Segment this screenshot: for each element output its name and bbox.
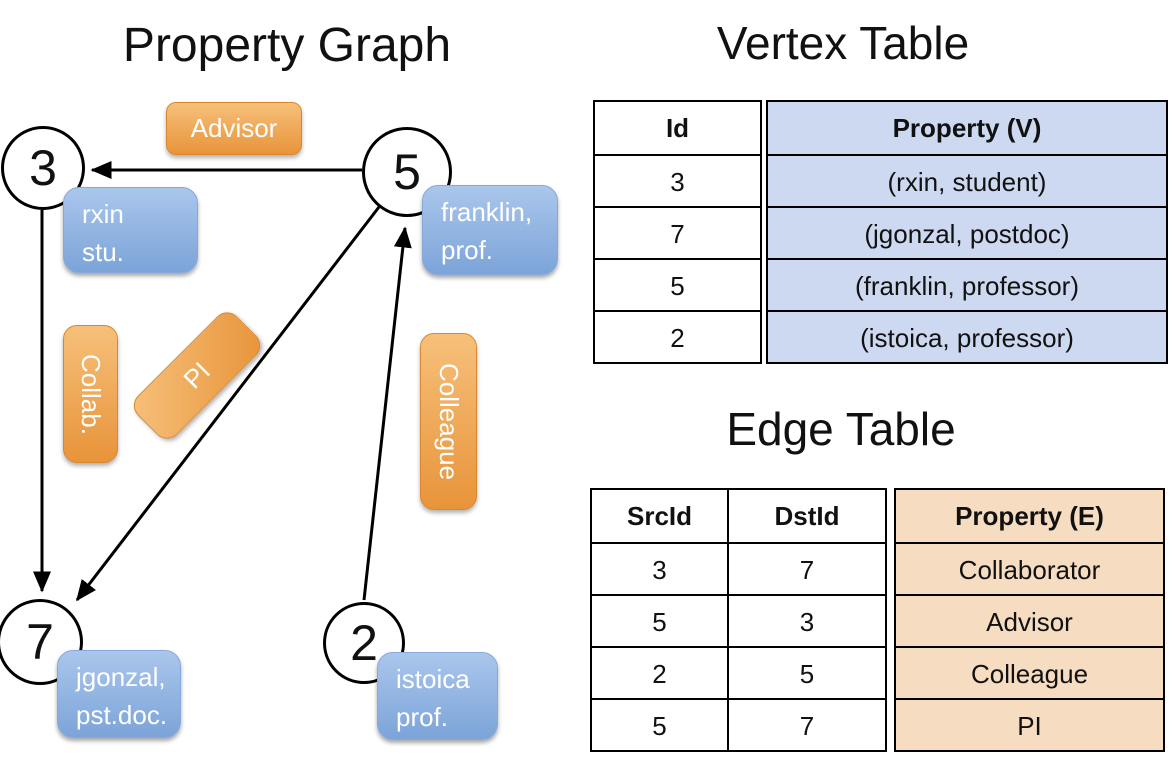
vertex-table-title: Vertex Table (716, 17, 970, 69)
vertex-table-cell-id: 7 (595, 206, 760, 258)
vertex-prop-box-rxin: rxin stu. (63, 187, 198, 273)
vertex-prop-line: rxin (82, 199, 124, 229)
vertex-prop-box-istoica: istoica prof. (377, 652, 498, 740)
vertex-table-cell-id: 5 (595, 258, 760, 310)
vertex-prop-line: istoica (396, 664, 470, 694)
vertex-table-header-property: Property (V) (892, 113, 1042, 143)
edge-table-title: Edge Table (726, 403, 956, 455)
edge-table-cell-property: Colleague (896, 646, 1163, 698)
edge-label-colleague: Colleague (420, 333, 477, 510)
edge-table-header-srcid: SrcId (592, 490, 729, 542)
edge-table-cell-dstid: 3 (729, 594, 885, 646)
edge-table-cell-property: Advisor (896, 594, 1163, 646)
vertex-table-cell-property: (franklin, professor) (768, 258, 1166, 310)
vertex-id-5: 5 (393, 144, 421, 200)
vertex-table: Id 3 7 5 2 Property (V) (rxin, student) … (593, 100, 1168, 364)
vertex-prop-line: jgonzal, (76, 662, 166, 692)
edge-table-column-gap (887, 488, 894, 752)
edge-table-id-columns: SrcId DstId 3 7 5 3 2 5 5 7 (590, 488, 887, 752)
vertex-id-2: 2 (350, 615, 378, 671)
edge-table-cell-srcid: 3 (592, 542, 729, 594)
edge-table-cell-property: PI (896, 698, 1163, 750)
vertex-prop-line: pst.doc. (76, 699, 168, 730)
vertex-id-7: 7 (26, 614, 54, 670)
vertex-table-cell-id: 2 (595, 310, 760, 362)
edge-line-colleague-2-to-5 (362, 226, 412, 601)
edge-table-cell-property: Collaborator (896, 542, 1163, 594)
edge-table-header-dstid: DstId (774, 501, 840, 531)
edge-label-collab: Collab. (63, 325, 118, 463)
edge-table-cell-srcid: 5 (592, 594, 729, 646)
vertex-prop-line: stu. (82, 236, 124, 267)
property-graph-title: Property Graph (122, 19, 452, 72)
edge-table-property-column: Property (E) Collaborator Advisor Collea… (894, 488, 1165, 752)
vertex-circle-5: 5 (362, 127, 452, 217)
vertex-table-cell-id: 3 (595, 154, 760, 206)
vertex-table-property-column: Property (V) (rxin, student) (jgonzal, p… (766, 100, 1168, 364)
vertex-table-cell-property: (jgonzal, postdoc) (768, 206, 1166, 258)
vertex-id-3: 3 (29, 140, 57, 196)
vertex-prop-line: franklin, (441, 197, 533, 227)
edge-table-cell-dstid: 5 (729, 646, 885, 698)
vertex-prop-box-jgonzal: jgonzal, pst.doc. (57, 650, 181, 738)
graph-edges-svg (33, 161, 412, 602)
vertex-table-header-id: Id (665, 113, 690, 143)
edge-table: SrcId DstId 3 7 5 3 2 5 5 7 Property (E)… (590, 488, 1165, 752)
edge-table-cell-dstid: 7 (729, 542, 885, 594)
vertex-table-cell-property: (rxin, student) (768, 154, 1166, 206)
edge-table-cell-dstid: 7 (729, 698, 885, 750)
vertex-prop-box-franklin: franklin, prof. (422, 185, 558, 275)
vertex-table-cell-property: (istoica, professor) (768, 310, 1166, 362)
vertex-table-id-column: Id 3 7 5 2 (593, 100, 762, 364)
vertex-prop-line: prof. (441, 234, 494, 265)
edge-table-cell-srcid: 5 (592, 698, 729, 750)
edge-line-pi-5-to-7 (75, 206, 381, 602)
edge-table-header-property: Property (E) (955, 501, 1104, 531)
edge-label-advisor: Advisor (166, 102, 302, 155)
edge-table-cell-srcid: 2 (592, 646, 729, 698)
vertex-prop-line: prof. (396, 701, 449, 732)
